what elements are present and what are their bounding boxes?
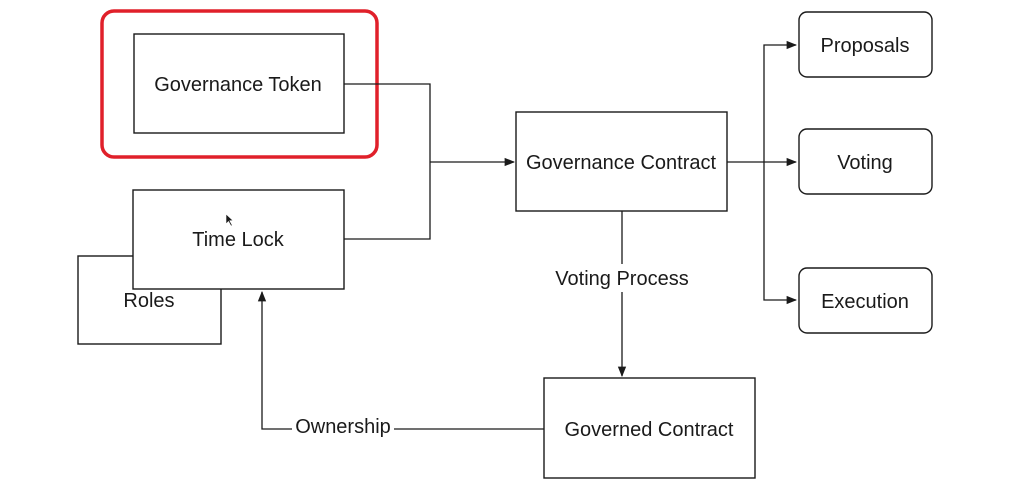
roles-label: Roles — [123, 290, 174, 312]
voting-label: Voting — [837, 152, 893, 174]
proposals-label: Proposals — [821, 35, 910, 57]
governance-contract-node: Governance Contract — [515, 111, 728, 212]
to-proposals-arrow — [763, 40, 798, 162]
to-execution-arrow — [763, 162, 798, 305]
ownership-arrow — [257, 290, 544, 430]
time-lock-node: Time Lock — [132, 189, 345, 290]
voting-node: Voting — [798, 128, 933, 195]
governance-contract-label: Governance Contract — [526, 152, 717, 174]
execution-node: Execution — [798, 267, 933, 334]
ownership-label: Ownership — [295, 416, 391, 438]
governance-token-node: Governance Token — [133, 33, 345, 134]
voting-process-label-bg — [548, 264, 696, 292]
time-lock-label: Time Lock — [192, 229, 285, 251]
voting-process-label: Voting Process — [555, 268, 688, 290]
governance-token-label: Governance Token — [154, 74, 322, 96]
proposals-node: Proposals — [798, 11, 933, 78]
token-timelock-connector — [344, 83, 431, 240]
ownership-label-bg — [292, 414, 394, 440]
mouse-cursor-icon — [225, 213, 234, 227]
governed-contract-label: Governed Contract — [565, 419, 734, 441]
governed-contract-node: Governed Contract — [543, 377, 756, 479]
execution-label: Execution — [821, 291, 909, 313]
